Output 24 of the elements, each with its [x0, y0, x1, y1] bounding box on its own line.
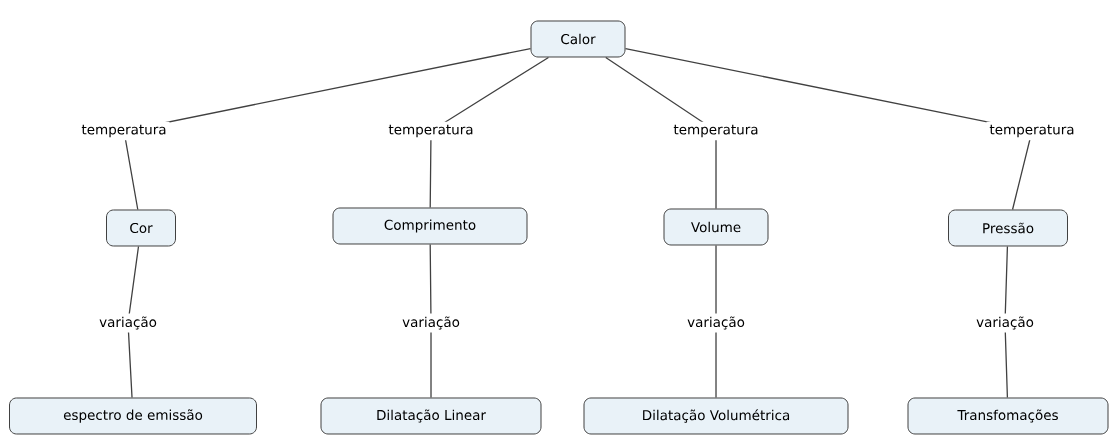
linking-phrase: temperatura — [385, 121, 477, 141]
concept-box: Transfomações — [907, 397, 1109, 435]
concept-box: Calor — [530, 20, 626, 58]
linking-phrase: variação — [399, 313, 463, 333]
concept-box: Dilatação Volumétrica — [583, 397, 849, 435]
connector-line — [624, 47, 1033, 211]
linking-phrase: temperatura — [78, 121, 170, 141]
concept-box: Comprimento — [332, 207, 528, 245]
concept-box: Volume — [663, 208, 769, 246]
connector-line — [1004, 245, 1009, 399]
linking-phrase: variação — [96, 313, 160, 333]
concept-box: Cor — [106, 209, 176, 247]
connector-line — [123, 47, 532, 211]
linking-phrase: variação — [684, 313, 748, 333]
linking-phrase: temperatura — [986, 121, 1078, 141]
concept-box: espectro de emissão — [9, 397, 257, 435]
linking-phrase: variação — [973, 313, 1037, 333]
linking-phrase: temperatura — [670, 121, 762, 141]
connector-line — [127, 245, 140, 399]
connector-line — [715, 244, 717, 399]
connector-line — [429, 56, 550, 209]
concept-box: Dilatação Linear — [320, 397, 542, 435]
connector-line — [605, 56, 717, 210]
concept-box: Pressão — [948, 209, 1068, 247]
